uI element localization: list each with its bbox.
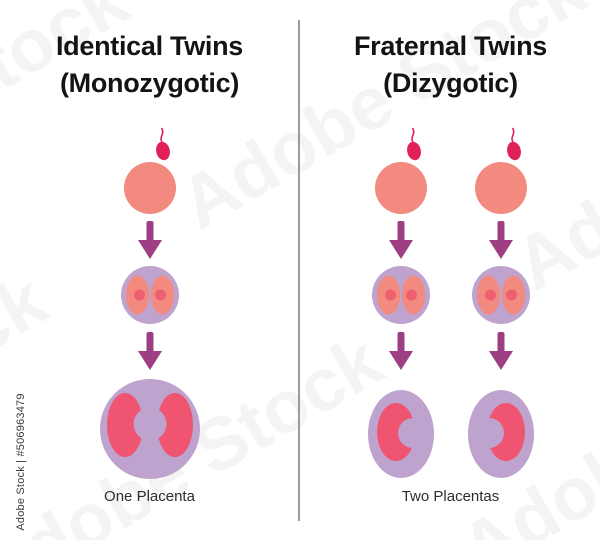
title-line-1: Identical Twins [55, 31, 244, 61]
sperm-head-icon [506, 141, 521, 161]
one-placenta-figure [99, 379, 200, 479]
egg-cell [474, 162, 527, 214]
arrow-shaft [497, 332, 504, 353]
sperm-tail-icon [510, 127, 515, 143]
arrow-shaft [397, 332, 404, 353]
fetus-right [156, 393, 193, 457]
title-line-1: Fraternal Twins [353, 31, 548, 61]
nucleus-left [484, 289, 496, 301]
arrow-head [488, 240, 513, 259]
title-line-2: (Monozygotic) [59, 68, 240, 98]
fertilized-egg-figure [374, 127, 427, 214]
arrow-head [488, 351, 513, 370]
arrow-head [137, 351, 162, 370]
title-line-2: (Dizygotic) [383, 68, 518, 98]
egg-cell [123, 162, 176, 214]
arrow-down-icon [488, 221, 513, 259]
fraternal-sequences [356, 127, 546, 479]
arrow-head [137, 240, 162, 259]
nucleus-right [505, 289, 517, 301]
arrow-down-icon [137, 221, 162, 259]
nucleus-left [384, 289, 396, 301]
arrow-shaft [146, 332, 153, 353]
one-placenta-caption: One Placenta [104, 488, 195, 505]
two-cell-embryo-figure [471, 266, 530, 324]
arrow-down-icon [388, 332, 413, 370]
fraternal-twins-title: Fraternal Twins (Dizygotic) [354, 28, 547, 102]
arrow-shaft [397, 221, 404, 242]
fertilized-egg-figure [474, 127, 527, 214]
arrow-head [388, 351, 413, 370]
fraternal-twins-panel: Fraternal Twins (Dizygotic) [301, 0, 600, 540]
vertical-divider [298, 20, 300, 521]
single-placenta-figure [367, 390, 434, 478]
two-placentas-caption: Two Placentas [401, 488, 500, 505]
fertilized-egg-figure [123, 127, 176, 214]
arrow-down-icon [388, 221, 413, 259]
twin-b-sequence [456, 127, 546, 479]
sperm-tail-icon [159, 127, 164, 143]
two-cell-embryo-figure [120, 266, 179, 324]
nucleus-left [133, 289, 145, 301]
adobe-stock-id-watermark: Adobe Stock | #506963479 [15, 393, 27, 531]
identical-twins-title: Identical Twins (Monozygotic) [56, 28, 243, 102]
single-placenta-figure [467, 390, 534, 478]
arrow-down-icon [137, 332, 162, 370]
fetus [376, 403, 415, 461]
fetus-notch [397, 418, 428, 448]
egg-cell [374, 162, 427, 214]
sperm-tail-icon [410, 127, 415, 143]
nucleus-right [154, 289, 166, 301]
fetus-left [106, 393, 143, 457]
fetus-notch [473, 418, 504, 448]
fetus-notch [133, 407, 166, 441]
sperm-head-icon [406, 141, 421, 161]
arrow-down-icon [488, 332, 513, 370]
nucleus-right [405, 289, 417, 301]
identical-twins-panel: Identical Twins (Monozygotic) [0, 0, 299, 540]
fetus [486, 403, 525, 461]
arrow-head [388, 240, 413, 259]
arrow-shaft [146, 221, 153, 242]
sperm-head-icon [155, 141, 170, 161]
two-cell-embryo-figure [371, 266, 430, 324]
arrow-shaft [497, 221, 504, 242]
identical-sequence [98, 127, 202, 481]
twin-a-sequence [356, 127, 446, 479]
